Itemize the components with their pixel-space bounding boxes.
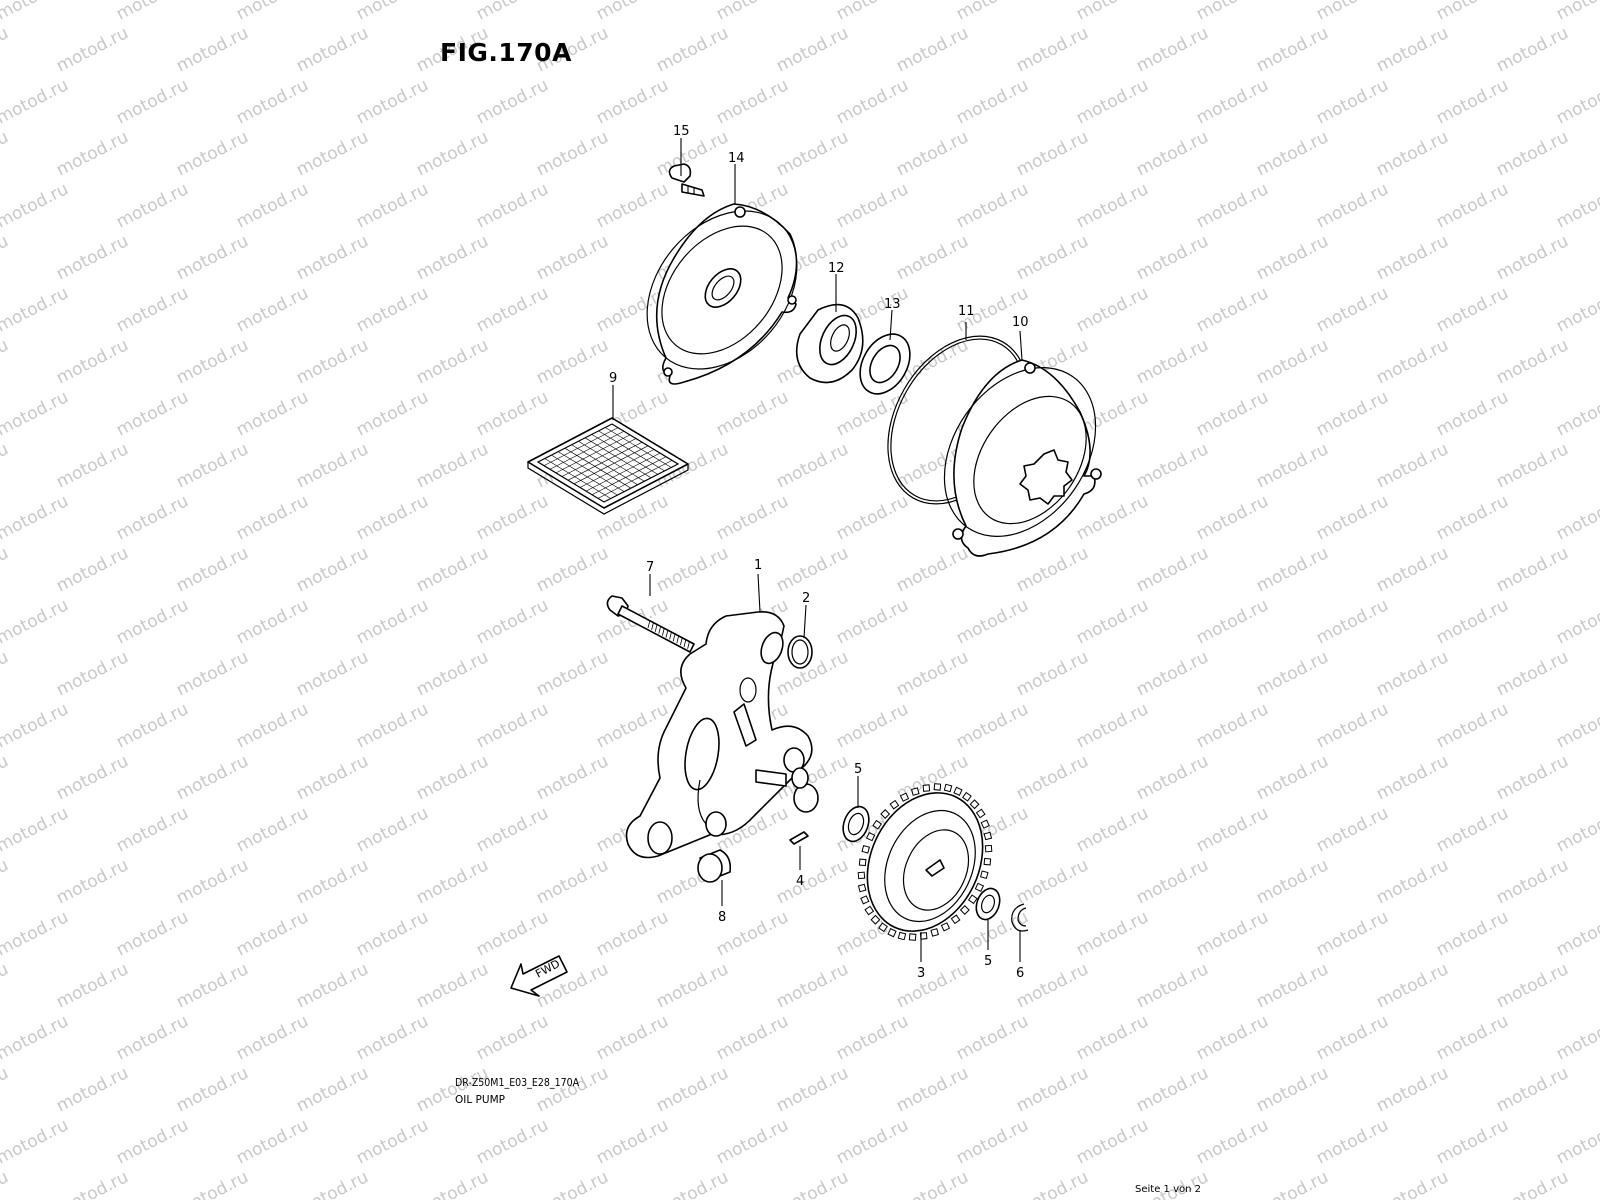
figure-title: FIG.170A (440, 38, 572, 67)
part-7-bolt (606, 595, 695, 653)
part-12-nut (795, 303, 864, 384)
part-8-collar (697, 849, 732, 883)
part-1-pump-housing (625, 610, 819, 859)
part-15-bolt (668, 163, 705, 197)
leader-lines (612, 138, 1023, 962)
callout-1: 1 (754, 558, 762, 573)
part-6-circlip (1011, 903, 1029, 932)
callout-11: 11 (958, 304, 975, 319)
part-14-cover (646, 203, 798, 385)
callout-5-lower: 5 (984, 954, 992, 969)
callout-8: 8 (718, 910, 726, 925)
callout-14: 14 (728, 151, 745, 166)
callout-13: 13 (884, 297, 901, 312)
callout-5-upper: 5 (854, 762, 862, 777)
fwd-arrow: FWD (510, 955, 568, 997)
callout-7: 7 (646, 560, 654, 575)
callout-labels: 15 14 12 13 11 10 9 7 1 2 5 4 8 3 5 6 (609, 124, 1029, 981)
part-2-o-ring (787, 635, 813, 669)
diagram-code: DR-Z50M1_E03_E28_170A (455, 1077, 580, 1089)
callout-4: 4 (796, 874, 804, 889)
diagram-name: OIL PUMP (455, 1094, 505, 1106)
callout-12: 12 (828, 261, 845, 276)
page-indicator: Seite 1 von 2 (1135, 1184, 1201, 1195)
part-13-washer (859, 333, 911, 395)
part-10-pump-body (943, 359, 1102, 557)
callout-6: 6 (1016, 966, 1024, 981)
part-9-screen-filter (527, 417, 689, 515)
callout-9: 9 (609, 371, 617, 386)
part-4-pin (789, 831, 809, 845)
callout-15: 15 (673, 124, 690, 139)
part-3-gear (857, 783, 993, 941)
callout-2: 2 (802, 591, 810, 606)
callout-10: 10 (1012, 315, 1029, 330)
callout-3: 3 (917, 966, 925, 981)
part-5-washer-lower (975, 887, 1001, 921)
part-5-washer-upper (842, 805, 870, 843)
